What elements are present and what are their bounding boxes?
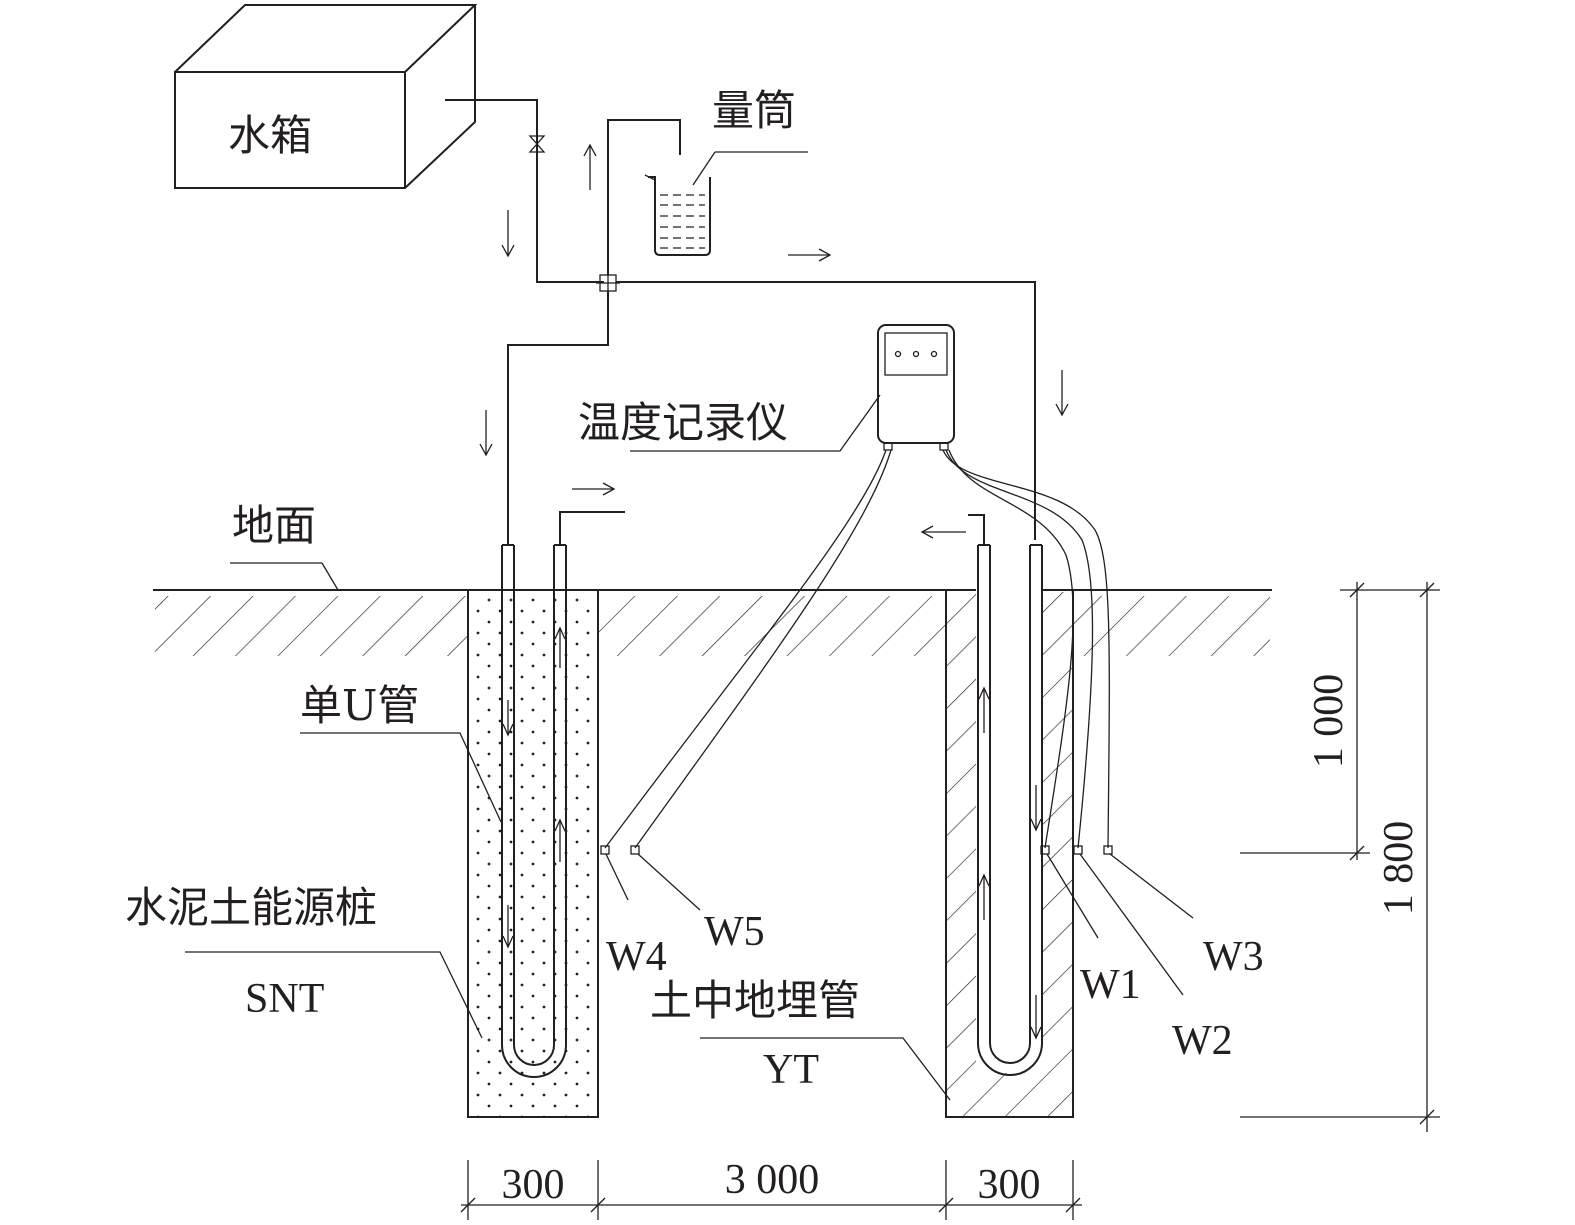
arrow-up-icon <box>978 686 990 733</box>
arrow-up-icon <box>554 818 566 862</box>
cement-soil-pile-label: 水泥土能源桩 <box>125 883 377 932</box>
dim-pile-width-right: 300 <box>978 1162 1041 1208</box>
dim-spacing: 3 000 <box>725 1157 820 1203</box>
arrow-left-icon <box>920 525 966 539</box>
arrow-down-icon <box>1055 370 1069 417</box>
soil-buried-pipe-label: 土中地埋管 <box>650 976 860 1025</box>
yt-label: YT <box>763 1047 819 1093</box>
dimension-bottom: 300 3 000 300 <box>460 1157 1082 1220</box>
arrow-right-icon <box>788 248 832 262</box>
dim-pile-width-left: 300 <box>502 1162 565 1208</box>
sensor-w3-label: W3 <box>1203 934 1264 980</box>
arrow-down-icon <box>1030 995 1042 1040</box>
arrow-down-icon <box>502 905 514 949</box>
sensor-w4-label: W4 <box>606 934 667 980</box>
sensor-w3 <box>1103 845 1113 855</box>
measuring-cylinder-label: 量筒 <box>712 86 796 135</box>
yt-pile: 土中地埋管 YT <box>650 514 1074 1118</box>
arrow-up-icon <box>554 626 566 668</box>
snt-label: SNT <box>245 976 324 1022</box>
flow-arrows-upper <box>479 143 1069 539</box>
dim-pile-depth: 1 800 <box>1376 821 1422 916</box>
sensor-w1-label: W1 <box>1080 962 1141 1008</box>
snt-pile: 单U管 水泥土能源桩 SNT <box>125 511 625 1118</box>
sensor-cables <box>604 449 1110 849</box>
water-tank: 水箱 <box>174 4 478 189</box>
measuring-cylinder: 量筒 <box>644 86 808 256</box>
arrow-right-icon <box>572 482 616 496</box>
arrow-down-icon <box>502 700 514 737</box>
temperature-recorder-label: 温度记录仪 <box>578 398 788 447</box>
arrow-down-icon <box>501 210 515 258</box>
single-u-pipe-label: 单U管 <box>300 681 419 730</box>
supply-piping <box>445 99 1036 545</box>
arrow-down-icon <box>1030 785 1042 832</box>
dimension-vertical: 1 000 1 800 <box>1240 582 1440 1132</box>
sensor-w4 <box>600 845 610 855</box>
arrow-down-icon <box>479 410 493 457</box>
ground-label: 地面 <box>232 501 316 550</box>
sensor-w1 <box>1040 845 1050 855</box>
sensor-w5-label: W5 <box>704 909 765 955</box>
dim-sensor-depth: 1 000 <box>1306 674 1352 769</box>
arrow-up-icon <box>583 143 597 190</box>
sensor-w5 <box>630 845 640 855</box>
sensor-w2-label: W2 <box>1172 1018 1233 1064</box>
temperature-recorder: 温度记录仪 <box>578 324 955 452</box>
valve-icon <box>528 135 546 153</box>
sensors: W4 W5 W1 W2 W3 <box>600 845 1264 1064</box>
sensor-w2 <box>1073 845 1083 855</box>
water-tank-label: 水箱 <box>228 111 312 160</box>
ground: 地面 <box>153 501 1272 656</box>
arrow-up-icon <box>978 873 990 920</box>
